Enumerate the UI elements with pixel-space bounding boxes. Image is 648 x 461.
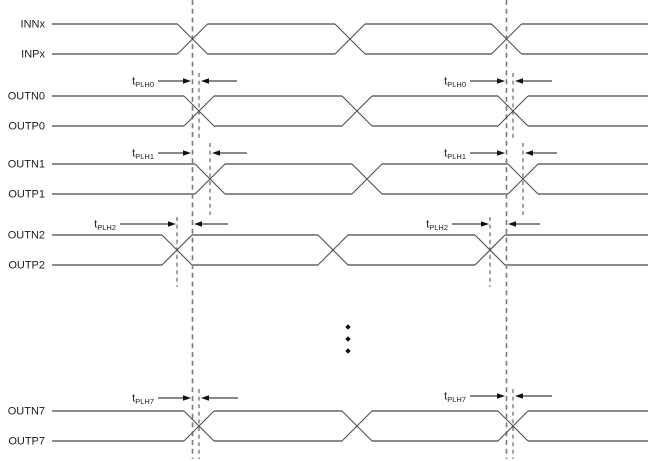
signal-transition: [183, 95, 215, 127]
tplh-arrowhead: [508, 221, 516, 227]
tplh-label-base: t: [426, 219, 429, 231]
tplh-label-base: t: [132, 393, 135, 405]
tplh-label-subscript: PLH7: [447, 395, 466, 404]
tplh-arrowhead: [201, 78, 209, 84]
tplh-arrowhead: [515, 78, 523, 84]
signal-transition: [334, 23, 366, 55]
tplh-arrowhead: [525, 150, 533, 156]
tplh-label-subscript: PLH2: [429, 223, 448, 232]
tplh-label-base: t: [444, 391, 447, 403]
tplh-label: tPLH7: [132, 393, 154, 407]
tplh-arrowhead: [497, 393, 505, 399]
tplh-arrowhead: [168, 221, 176, 227]
signal-transition: [474, 234, 506, 266]
signal-transition: [317, 234, 349, 266]
tplh-arrowhead: [183, 395, 191, 401]
signal-label: OUTN1: [8, 159, 45, 171]
tplh-arrowhead: [515, 393, 523, 399]
signal-transition: [351, 163, 383, 195]
tplh-label-subscript: PLH1: [135, 152, 154, 161]
tplh-arrowhead: [183, 78, 191, 84]
tplh-label: tPLH0: [444, 76, 466, 90]
tplh-arrowhead: [497, 78, 505, 84]
signal-transition: [507, 163, 539, 195]
tplh-label-subscript: PLH0: [447, 80, 466, 89]
tplh-label-base: t: [444, 76, 447, 88]
signal-transition: [491, 23, 522, 55]
signal-label: OUTP7: [8, 436, 45, 448]
tplh-label: tPLH1: [444, 148, 466, 162]
tplh-label-base: t: [94, 219, 97, 231]
ellipsis-dot: [345, 348, 351, 354]
signal-label: OUTN2: [8, 230, 45, 242]
tplh-label-base: t: [132, 76, 135, 88]
tplh-label: tPLH0: [132, 76, 154, 90]
tplh-label-base: t: [444, 148, 447, 160]
signal-transition: [194, 163, 226, 195]
signal-transition: [497, 95, 529, 127]
tplh-arrowhead: [183, 150, 191, 156]
tplh-arrowhead: [212, 150, 220, 156]
signal-transition: [161, 234, 193, 266]
signal-label: OUTP2: [8, 260, 45, 272]
tplh-label-subscript: PLH0: [135, 80, 154, 89]
tplh-label: tPLH2: [94, 219, 116, 233]
tplh-label-base: t: [132, 148, 135, 160]
tplh-arrowhead: [194, 221, 202, 227]
signal-transition: [341, 410, 373, 442]
signal-label: OUTN7: [8, 406, 45, 418]
tplh-label-subscript: PLH2: [97, 223, 116, 232]
signal-label: OUTN0: [8, 91, 45, 103]
tplh-arrowhead: [201, 395, 209, 401]
tplh-label: tPLH2: [426, 219, 448, 233]
ellipsis-dot: [345, 336, 351, 342]
signal-label: INPx: [21, 49, 45, 61]
tplh-label: tPLH7: [444, 391, 466, 405]
tplh-arrowhead: [481, 221, 489, 227]
tplh-label-subscript: PLH7: [135, 397, 154, 406]
ellipsis-dot: [345, 324, 351, 330]
signal-transition: [497, 410, 529, 442]
signal-transition: [341, 95, 373, 127]
tplh-label-subscript: PLH1: [447, 152, 466, 161]
signal-label: OUTP1: [8, 189, 45, 201]
signal-label: INNx: [21, 19, 46, 31]
tplh-arrowhead: [497, 150, 505, 156]
signal-label: OUTP0: [8, 121, 45, 133]
signal-transition: [177, 23, 208, 55]
tplh-label: tPLH1: [132, 148, 154, 162]
signal-transition: [183, 410, 215, 442]
